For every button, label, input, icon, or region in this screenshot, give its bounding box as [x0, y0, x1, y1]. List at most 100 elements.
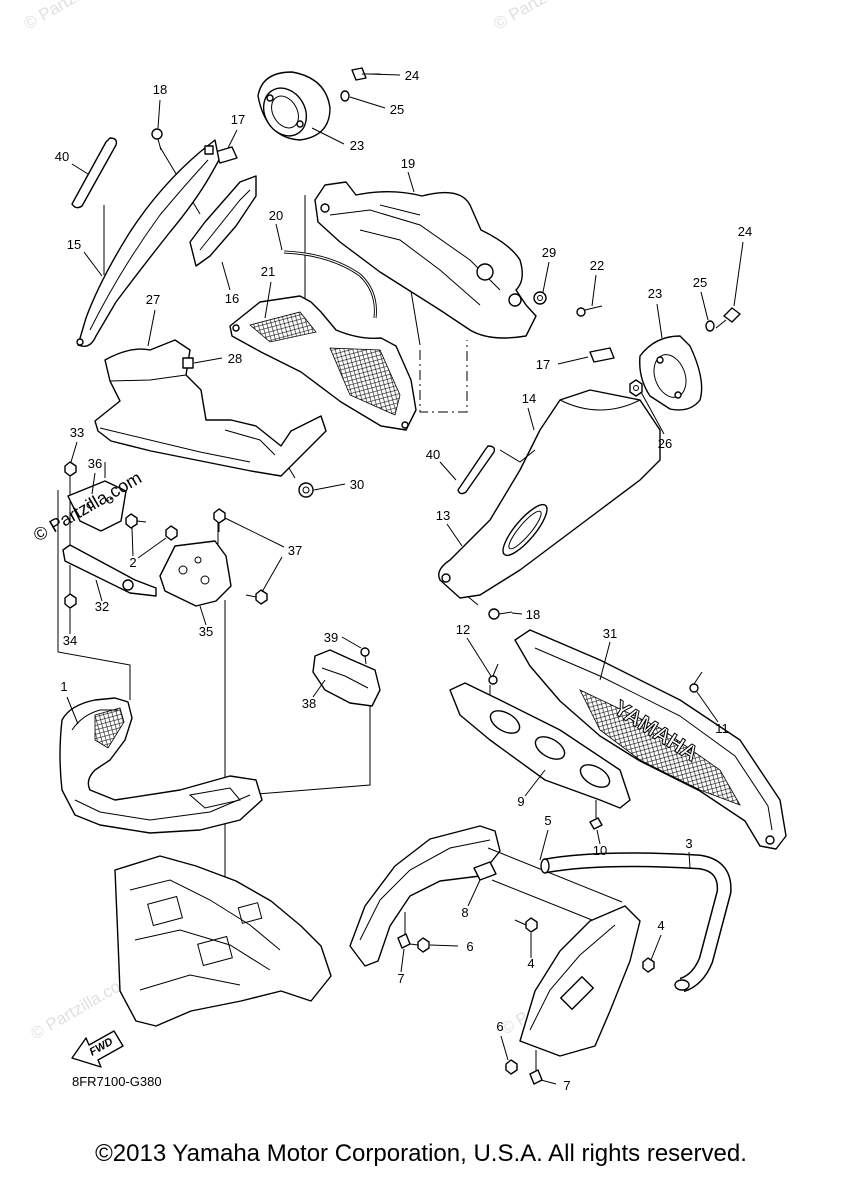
callout-11: 11 — [715, 721, 729, 736]
callout-6: 6 — [496, 1019, 503, 1034]
callout-25: 25 — [390, 102, 404, 117]
callout-16: 16 — [225, 291, 239, 306]
callout-18: 18 — [153, 82, 167, 97]
part-35-bracket — [159, 540, 232, 607]
callout-9: 9 — [517, 794, 524, 809]
watermark: © Partzilla.com — [21, 0, 130, 33]
part-7-nut-upper — [397, 933, 411, 949]
callout-4: 4 — [657, 918, 664, 933]
part-6-screw-lower — [505, 1059, 518, 1075]
callout-17: 17 — [231, 112, 245, 127]
callout-35: 35 — [199, 624, 213, 639]
part-31-front-grille: YAMAHA — [514, 629, 787, 850]
diagram-code: 8FR7100-G380 — [72, 1074, 162, 1089]
part-40-strip-right — [457, 445, 496, 495]
part-7-nut-lower — [529, 1069, 543, 1085]
callout-15: 15 — [67, 237, 81, 252]
callouts: 24 25 23 18 17 40 19 15 20 21 16 29 22 2… — [55, 68, 752, 1093]
callout-19: 19 — [401, 156, 415, 171]
callout-18: 18 — [526, 607, 540, 622]
callout-30: 30 — [350, 477, 364, 492]
callout-29: 29 — [542, 245, 556, 260]
part-11-rivet — [689, 671, 703, 693]
callout-10: 10 — [593, 843, 607, 858]
part-10-clip — [589, 817, 603, 830]
callout-3: 3 — [685, 836, 692, 851]
part-37-bolts — [213, 508, 268, 605]
callout-7: 7 — [563, 1078, 570, 1093]
part-6-screw-upper — [409, 937, 430, 953]
part-14-main-cover — [438, 389, 661, 599]
part-36-bracket — [67, 480, 127, 532]
callout-20: 20 — [269, 208, 283, 223]
part-23-cap-top — [257, 71, 331, 141]
callout-12: 12 — [456, 622, 470, 637]
callout-13: 13 — [436, 508, 450, 523]
callout-31: 31 — [603, 626, 617, 641]
watermark: © Partzilla.com — [491, 0, 600, 33]
callout-22: 22 — [590, 258, 604, 273]
callout-32: 32 — [95, 599, 109, 614]
callout-39: 39 — [324, 630, 338, 645]
part-8-block — [473, 861, 497, 881]
part-1-lower-cowl — [59, 697, 263, 834]
part-9-duct-panel — [449, 682, 631, 809]
part-20-wire — [283, 250, 377, 319]
part-34-bolt — [64, 593, 77, 609]
part-24-bolt-right — [715, 307, 741, 329]
callout-23: 23 — [350, 138, 364, 153]
callout-24: 24 — [738, 224, 752, 239]
part-3-tube-bar — [540, 852, 732, 993]
callout-21: 21 — [261, 264, 275, 279]
callout-40: 40 — [426, 447, 440, 462]
callout-17: 17 — [536, 357, 550, 372]
callout-25: 25 — [693, 275, 707, 290]
part-39-screw — [360, 647, 370, 665]
part-15-side-cover — [76, 139, 220, 348]
callout-23: 23 — [648, 286, 662, 301]
part-29-bolt — [533, 291, 547, 305]
part-2-bolts — [125, 513, 178, 541]
part-19-inner-panel — [314, 181, 537, 339]
callout-28: 28 — [228, 351, 242, 366]
callout-2: 2 — [129, 555, 136, 570]
callout-37: 37 — [288, 543, 302, 558]
leader-lines — [66, 73, 744, 1085]
fwd-arrow-icon: FWD — [71, 1030, 124, 1068]
callout-26: 26 — [658, 436, 672, 451]
part-32-rod — [62, 544, 157, 597]
callout-6: 6 — [466, 939, 473, 954]
callout-40: 40 — [55, 149, 69, 164]
part-26-nut — [629, 379, 643, 397]
callout-4: 4 — [527, 956, 534, 971]
callout-27: 27 — [146, 292, 160, 307]
part-4-bolt-right — [642, 957, 655, 973]
callout-7: 7 — [397, 971, 404, 986]
part-27-inner-cover — [94, 339, 327, 477]
part-4-bolt-center — [514, 917, 538, 933]
callout-5: 5 — [544, 813, 551, 828]
callout-8: 8 — [461, 905, 468, 920]
part-25-washer-top — [340, 90, 350, 102]
callout-1: 1 — [60, 679, 67, 694]
part-30-grommet — [298, 482, 314, 498]
copyright-notice: ©2013 Yamaha Motor Corporation, U.S.A. A… — [95, 1140, 747, 1167]
part-25-washer-right — [705, 320, 715, 332]
frame-reference — [114, 855, 332, 1027]
callout-36: 36 — [88, 456, 102, 471]
callout-34: 34 — [63, 633, 77, 648]
part-5-side-fairing — [349, 825, 641, 1057]
watermark-main: © Partzilla.com — [30, 467, 145, 545]
callout-33: 33 — [70, 425, 84, 440]
part-23-cap-right — [639, 335, 703, 411]
part-33-bolt — [64, 461, 77, 477]
part-40-strip-left — [71, 137, 118, 209]
part-18-bolt-lower — [488, 608, 513, 620]
part-22-rivet — [576, 305, 603, 317]
part-21-mesh-grille — [229, 295, 417, 431]
part-18-bolt-top — [151, 128, 163, 151]
callout-14: 14 — [522, 391, 536, 406]
part-12-rivet — [488, 663, 499, 685]
part-17-pad-right — [589, 347, 615, 363]
